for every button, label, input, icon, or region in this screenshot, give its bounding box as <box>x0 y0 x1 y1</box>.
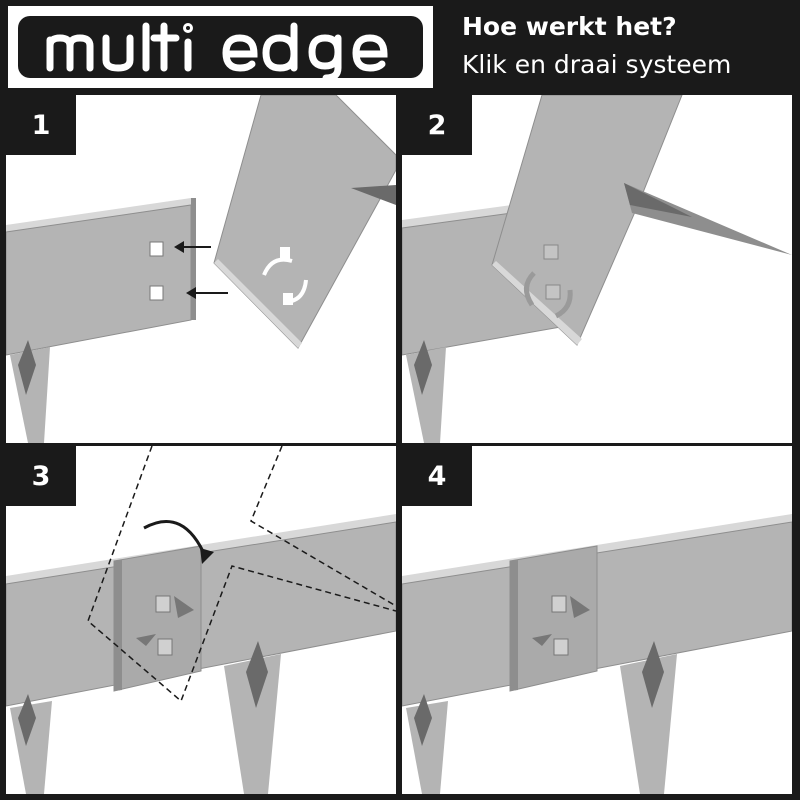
step-4-illustration <box>402 514 792 794</box>
step-4-panel: 4 <box>402 446 792 794</box>
step-3-illustration <box>6 446 396 794</box>
step-2-illustration <box>402 95 792 443</box>
header-title: Hoe werkt het? <box>462 12 677 41</box>
step-number: 1 <box>6 95 76 155</box>
header: Hoe werkt het? Klik en draai systeem <box>0 0 800 92</box>
step-number: 4 <box>402 446 472 506</box>
step-number: 2 <box>402 95 472 155</box>
step-2-panel: 2 <box>402 95 792 443</box>
step-3-panel: 3 <box>6 446 396 794</box>
header-subtitle: Klik en draai systeem <box>462 50 732 79</box>
step-number: 3 <box>6 446 76 506</box>
step-1-illustration <box>6 95 396 443</box>
step-1-panel: 1 <box>6 95 396 443</box>
logo <box>8 6 433 88</box>
logo-wordmark <box>18 16 423 82</box>
